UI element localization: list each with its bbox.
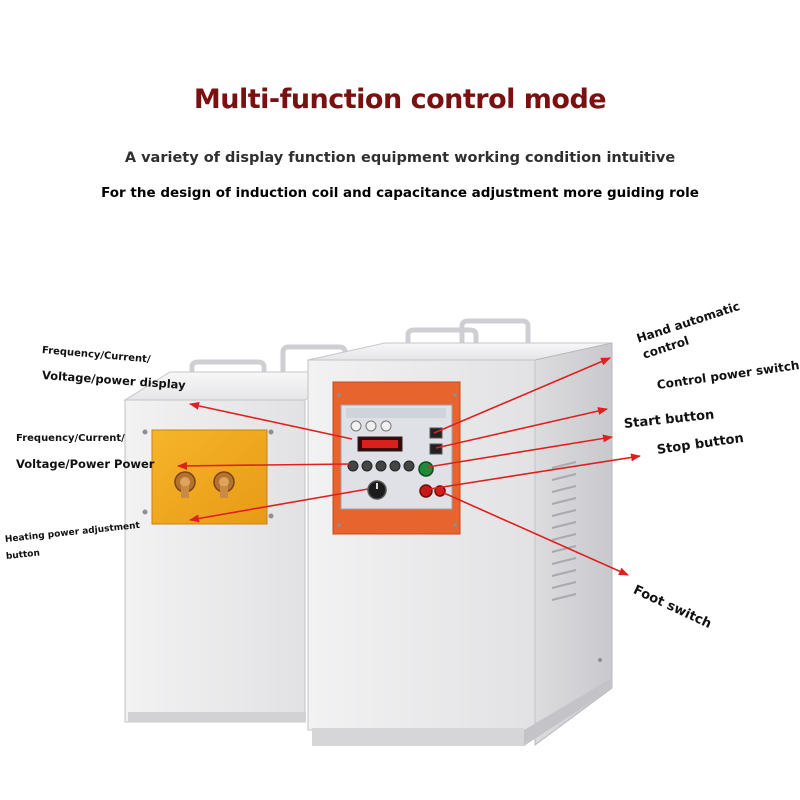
arrow-start bbox=[427, 434, 613, 468]
stop-button[interactable] bbox=[419, 484, 433, 498]
callout-arrows bbox=[177, 357, 641, 576]
left-cabinet bbox=[123, 344, 352, 723]
meter-dial bbox=[350, 420, 362, 432]
start-button[interactable] bbox=[418, 461, 434, 477]
screw bbox=[453, 393, 457, 397]
heating-power-knob[interactable] bbox=[367, 480, 387, 500]
subtitle-display-function: A variety of display function equipment … bbox=[124, 150, 676, 166]
page-title: Multi-function control mode bbox=[193, 84, 607, 115]
function-button[interactable] bbox=[347, 460, 359, 472]
screw bbox=[337, 523, 341, 527]
screw bbox=[268, 513, 274, 519]
function-button[interactable] bbox=[389, 460, 401, 472]
control-power-switch[interactable] bbox=[429, 443, 443, 455]
arrow-hand-auto bbox=[433, 357, 611, 434]
left-cabinet-base bbox=[128, 712, 306, 722]
right-cabinet-base bbox=[312, 728, 524, 746]
right-handle-1 bbox=[405, 327, 479, 358]
right-cabinet bbox=[307, 318, 613, 746]
panel-header-strip bbox=[346, 408, 446, 418]
screw bbox=[598, 658, 602, 662]
screw bbox=[142, 429, 148, 435]
meter-dial bbox=[380, 420, 392, 432]
function-button[interactable] bbox=[403, 460, 415, 472]
right-cabinet-side bbox=[534, 342, 613, 746]
function-button[interactable] bbox=[375, 460, 387, 472]
function-button[interactable] bbox=[361, 460, 373, 472]
screw bbox=[337, 393, 341, 397]
arrow-foot bbox=[443, 492, 629, 576]
left-handle-2 bbox=[280, 344, 348, 384]
arrow-control-switch bbox=[435, 407, 608, 449]
copper-terminal-left bbox=[174, 471, 196, 498]
subtitle-coil-design: For the design of induction coil and cap… bbox=[101, 185, 699, 201]
side-vent-grille bbox=[551, 461, 577, 601]
screw bbox=[142, 509, 148, 515]
arrow-power bbox=[177, 461, 351, 470]
meter-dial bbox=[365, 420, 377, 432]
screw bbox=[453, 523, 457, 527]
output-plate bbox=[151, 429, 268, 525]
label-power-line2: Voltage/Power Power bbox=[16, 457, 155, 471]
screw bbox=[268, 429, 274, 435]
right-handle-2 bbox=[459, 318, 531, 346]
copper-terminal-right bbox=[213, 471, 235, 498]
arrow-stop bbox=[429, 453, 641, 490]
arrow-display bbox=[189, 401, 353, 440]
arrow-heating bbox=[189, 488, 369, 523]
label-power-line1: Frequency/Current/ bbox=[16, 433, 125, 444]
left-handle-1 bbox=[189, 359, 267, 388]
